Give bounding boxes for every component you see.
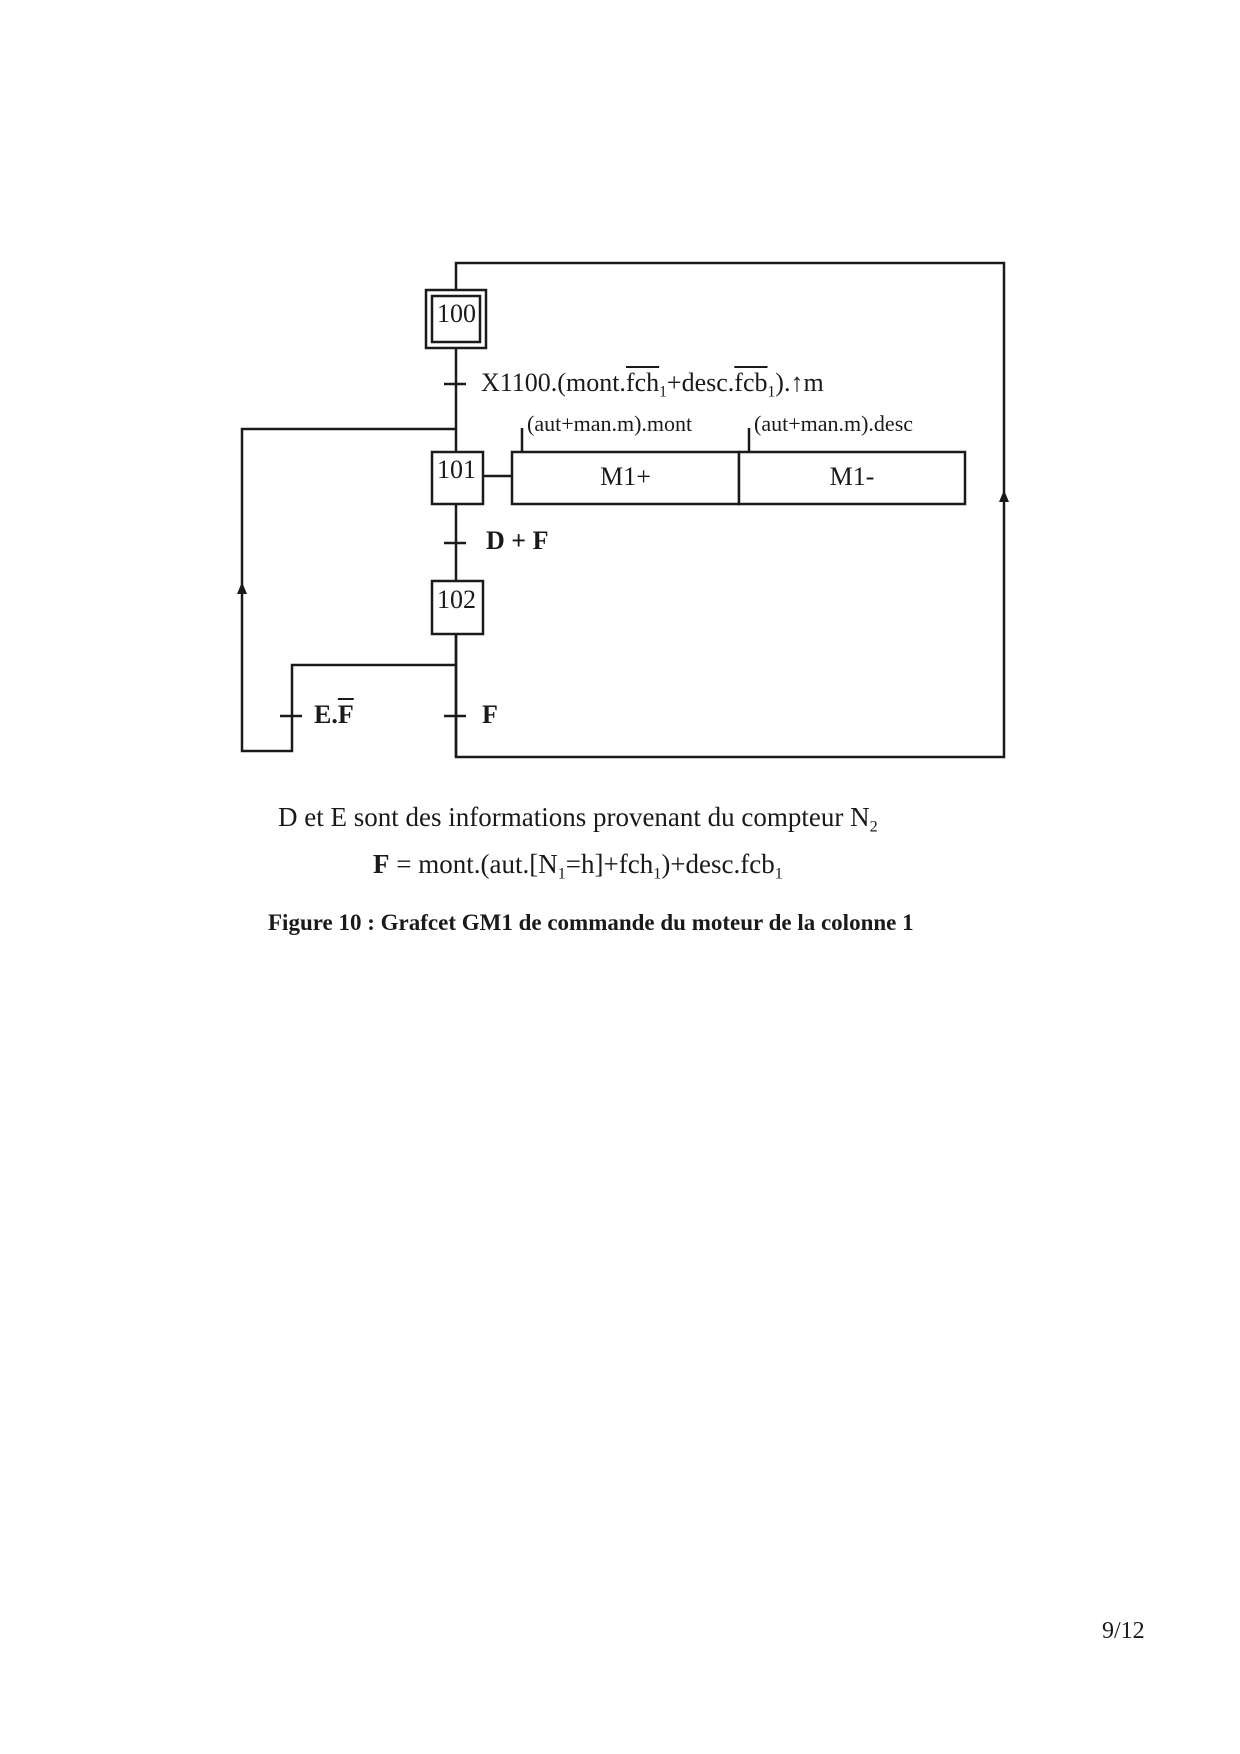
transition-102-100-condition: F: [482, 700, 498, 729]
figure-caption: Figure 10 : Grafcet GM1 de commande du m…: [268, 910, 914, 935]
page-number: 9/12: [1102, 1618, 1145, 1644]
note-line-1: D et E sont des informations provenant d…: [278, 802, 878, 836]
action-m1-plus-condition: (aut+man.m).mont: [527, 411, 693, 436]
transition-102-101-condition: E.F: [314, 700, 354, 729]
step-102-box: [430, 579, 485, 636]
action-box-m1-minus: [737, 450, 967, 506]
loop-to-101: [240, 427, 456, 753]
step-101-box: [430, 450, 485, 506]
arrow-up-right-icon: [999, 490, 1009, 502]
grafcet-diagram: [237, 261, 1009, 759]
step-101-label: 101: [437, 455, 476, 484]
transition-100-101-condition: X1100.(mont.fch1+desc.fcb1).↑m: [481, 368, 824, 401]
action-m1-minus-condition: (aut+man.m).desc: [754, 411, 914, 436]
note-line-2: F = mont.(aut.[N1=h]+fch1)+desc.fcb1: [373, 849, 783, 883]
step-102-label: 102: [437, 585, 476, 614]
loop-back-line: [454, 261, 1006, 759]
step-100-label: 100: [437, 299, 476, 328]
action-m1-plus-label: M1+: [600, 462, 651, 491]
action-m1-minus-label: M1-: [829, 462, 875, 491]
step-100-inner: [430, 294, 482, 344]
transition-101-102-condition: D + F: [486, 526, 549, 555]
arrow-up-left-icon: [237, 582, 247, 594]
